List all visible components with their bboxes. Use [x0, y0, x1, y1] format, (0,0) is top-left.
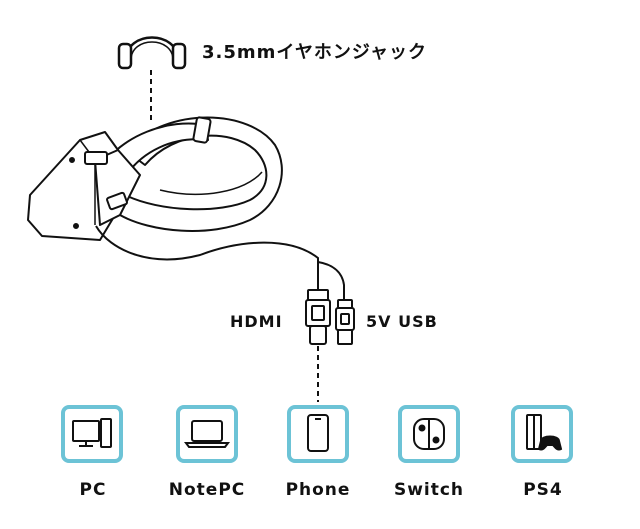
usb-label: 5V USB — [366, 312, 438, 331]
smartphone-icon — [307, 414, 329, 452]
device-label-ps4: PS4 — [523, 480, 563, 500]
headphones-icon — [117, 36, 187, 70]
device-phone — [287, 405, 349, 463]
device-label-pc: PC — [79, 480, 107, 500]
vr-headset-illustration — [27, 116, 283, 241]
usb-connector-icon — [335, 299, 355, 345]
device-label-phone: Phone — [285, 480, 351, 500]
device-notepc — [176, 405, 238, 463]
desktop-pc-icon — [72, 418, 112, 448]
device-pc — [61, 405, 123, 463]
device-switch — [398, 405, 460, 463]
device-label-switch: Switch — [393, 480, 465, 500]
hdmi-connector-icon — [305, 289, 331, 345]
laptop-icon — [184, 420, 230, 448]
hdmi-label: HDMI — [230, 312, 283, 331]
device-ps4 — [511, 405, 573, 463]
game-console-ps4-icon — [526, 414, 563, 451]
game-console-switch-icon — [413, 418, 445, 450]
device-label-notepc: NotePC — [168, 480, 246, 500]
headphone-jack-label: 3.5mmイヤホンジャック — [202, 42, 427, 63]
